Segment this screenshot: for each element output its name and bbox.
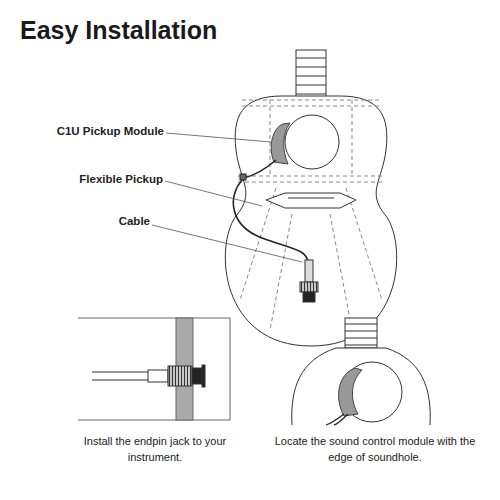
fret-line [296, 58, 326, 59]
fret-line [345, 338, 377, 339]
part-label: Flexible Pickup [79, 173, 163, 185]
fret-line [345, 324, 377, 325]
part-label: C1U Pickup Module [57, 125, 164, 137]
fret-line [296, 76, 326, 77]
fret-line [296, 85, 326, 86]
step-caption: Locate the sound control module with the… [262, 434, 488, 466]
step-caption: Install the endpin jack to your instrume… [58, 434, 252, 466]
page-title: Easy Installation [20, 16, 217, 45]
fret-line [296, 67, 326, 68]
part-label: Cable [119, 215, 150, 227]
fret-line [345, 331, 377, 332]
fret-line [345, 345, 377, 346]
fret-line [296, 94, 326, 95]
